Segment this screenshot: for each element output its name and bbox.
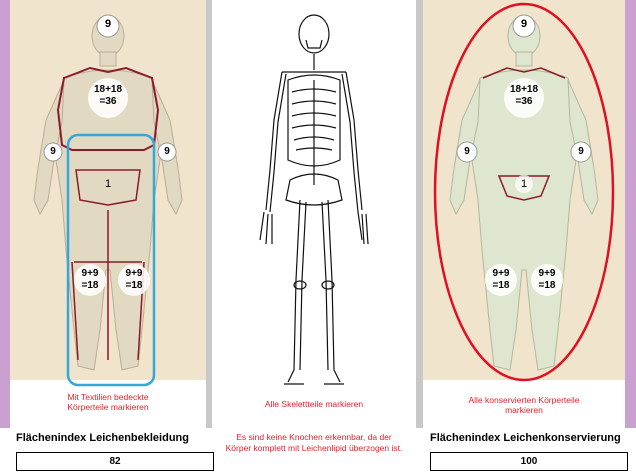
- head-value: 9: [514, 18, 534, 30]
- leg-left-line1: 9+9: [74, 268, 106, 280]
- leg-left-line2: =18: [485, 280, 517, 292]
- leg-right-line2: =18: [118, 280, 150, 292]
- torso-line2: =36: [504, 96, 544, 108]
- arm-left-value: 9: [47, 146, 59, 157]
- caption-conservation-line2: markieren: [423, 405, 625, 415]
- skeleton-diagram: [212, 0, 416, 428]
- caption-conservation-line1: Alle konservierten Körperteile: [423, 395, 625, 405]
- arm-right-value: 9: [161, 146, 173, 157]
- arm-right-value: 9: [575, 146, 587, 157]
- head-value: 9: [98, 18, 118, 30]
- leg-left-value: 9+9 =18: [74, 268, 106, 292]
- leg-right-value: 9+9 =18: [118, 268, 150, 292]
- body-diagram-clothing: [10, 0, 206, 428]
- leg-left-value: 9+9 =18: [485, 268, 517, 292]
- divider: [416, 0, 423, 428]
- caption-clothing: Mit Textilien bedeckte Körperteile marki…: [10, 392, 206, 412]
- caption-clothing-line2: Körperteile markieren: [10, 402, 206, 412]
- panel-clothing: 9 18+18 =36 9 9 1 9+9 =18 9+9 =18 Mit Te…: [10, 0, 206, 428]
- leg-left-line2: =18: [74, 280, 106, 292]
- leg-left-line1: 9+9: [485, 268, 517, 280]
- caption-conservation: Alle konservierten Körperteile markieren: [423, 395, 625, 415]
- caption-clothing-line1: Mit Textilien bedeckte: [10, 392, 206, 402]
- skeleton-note: Es sind keine Knochen erkennbar, da der …: [212, 432, 416, 454]
- leg-right-value: 9+9 =18: [531, 268, 563, 292]
- torso-value: 18+18 =36: [88, 84, 128, 108]
- leg-right-line2: =18: [531, 280, 563, 292]
- clothing-index-label: Flächenindex Leichenbekleidung: [16, 432, 189, 444]
- torso-line1: 18+18: [504, 84, 544, 96]
- caption-skeleton: Alle Skelettteile markieren: [212, 399, 416, 409]
- index-bar: Flächenindex Leichenbekleidung 82 Es sin…: [0, 428, 636, 473]
- torso-value: 18+18 =36: [504, 84, 544, 108]
- clothing-index-field[interactable]: 82: [16, 452, 214, 471]
- arm-left-value: 9: [461, 146, 473, 157]
- conservation-index-field[interactable]: 100: [430, 452, 628, 471]
- groin-value: 1: [518, 178, 530, 190]
- skeleton-note-line2: Körper komplett mit Leichenlipid überzog…: [212, 443, 416, 454]
- body-diagram-conservation: [423, 0, 625, 428]
- leg-right-line1: 9+9: [118, 268, 150, 280]
- torso-line1: 18+18: [88, 84, 128, 96]
- leg-right-line1: 9+9: [531, 268, 563, 280]
- panel-conservation: 9 18+18 =36 9 9 1 9+9 =18 9+9 =18 Alle k…: [423, 0, 625, 428]
- conservation-index-label: Flächenindex Leichenkonservierung: [430, 432, 621, 444]
- skeleton-note-line1: Es sind keine Knochen erkennbar, da der: [212, 432, 416, 443]
- groin-value: 1: [102, 178, 114, 190]
- torso-line2: =36: [88, 96, 128, 108]
- panel-skeleton: Alle Skelettteile markieren: [212, 0, 416, 428]
